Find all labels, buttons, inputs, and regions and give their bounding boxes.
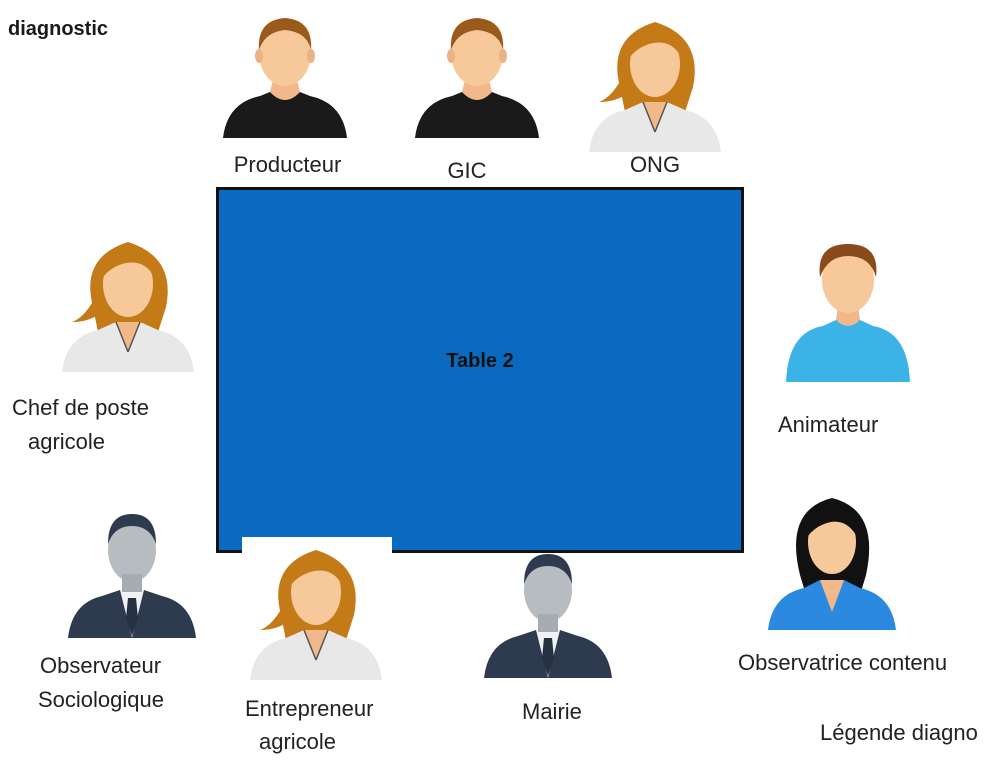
woman-auburn-hair-icon bbox=[588, 21, 722, 152]
man-black-shirt-icon bbox=[223, 18, 347, 138]
gic-label: GIC bbox=[447, 158, 487, 183]
entrepreneur-avatar bbox=[246, 530, 386, 680]
man-blue-shirt-icon bbox=[786, 244, 910, 382]
ong-label: ONG bbox=[629, 152, 681, 177]
woman-auburn-hair-icon bbox=[249, 549, 383, 680]
obs-socio-label-line2: Sociologique bbox=[38, 687, 164, 712]
man-suit-icon bbox=[68, 514, 196, 638]
chef-avatar bbox=[58, 222, 198, 372]
table-rectangle bbox=[216, 187, 744, 553]
legend-label: Légende diagno bbox=[820, 720, 978, 745]
woman-auburn-hair-icon bbox=[61, 241, 195, 372]
producteur-label: Producteur bbox=[233, 152, 342, 177]
ong-avatar bbox=[585, 2, 725, 152]
chef-label-line1: Chef de poste bbox=[12, 395, 149, 420]
woman-black-hair-icon bbox=[768, 498, 896, 630]
entrepreneur-label-line2: agricole bbox=[259, 729, 337, 754]
animateur-avatar bbox=[778, 232, 918, 382]
mairie-avatar bbox=[478, 538, 618, 683]
table-label: Table 2 bbox=[446, 350, 514, 372]
page-heading: diagnostic bbox=[8, 18, 109, 40]
obs-socio-avatar bbox=[62, 498, 202, 643]
man-suit-icon bbox=[484, 554, 612, 678]
chef-label-line2: agricole bbox=[28, 429, 106, 454]
mairie-label: Mairie bbox=[522, 699, 582, 724]
man-black-shirt-icon bbox=[415, 18, 539, 138]
observatrice-avatar bbox=[762, 480, 902, 630]
observatrice-label: Observatrice contenu bbox=[738, 650, 948, 675]
gic-avatar bbox=[407, 8, 547, 148]
table-corner-gap bbox=[242, 537, 392, 557]
obs-socio-label-line1: Observateur bbox=[40, 653, 162, 678]
animateur-label: Animateur bbox=[778, 412, 879, 437]
entrepreneur-label-line1: Entrepreneur bbox=[245, 696, 374, 721]
producteur-avatar bbox=[215, 8, 355, 148]
